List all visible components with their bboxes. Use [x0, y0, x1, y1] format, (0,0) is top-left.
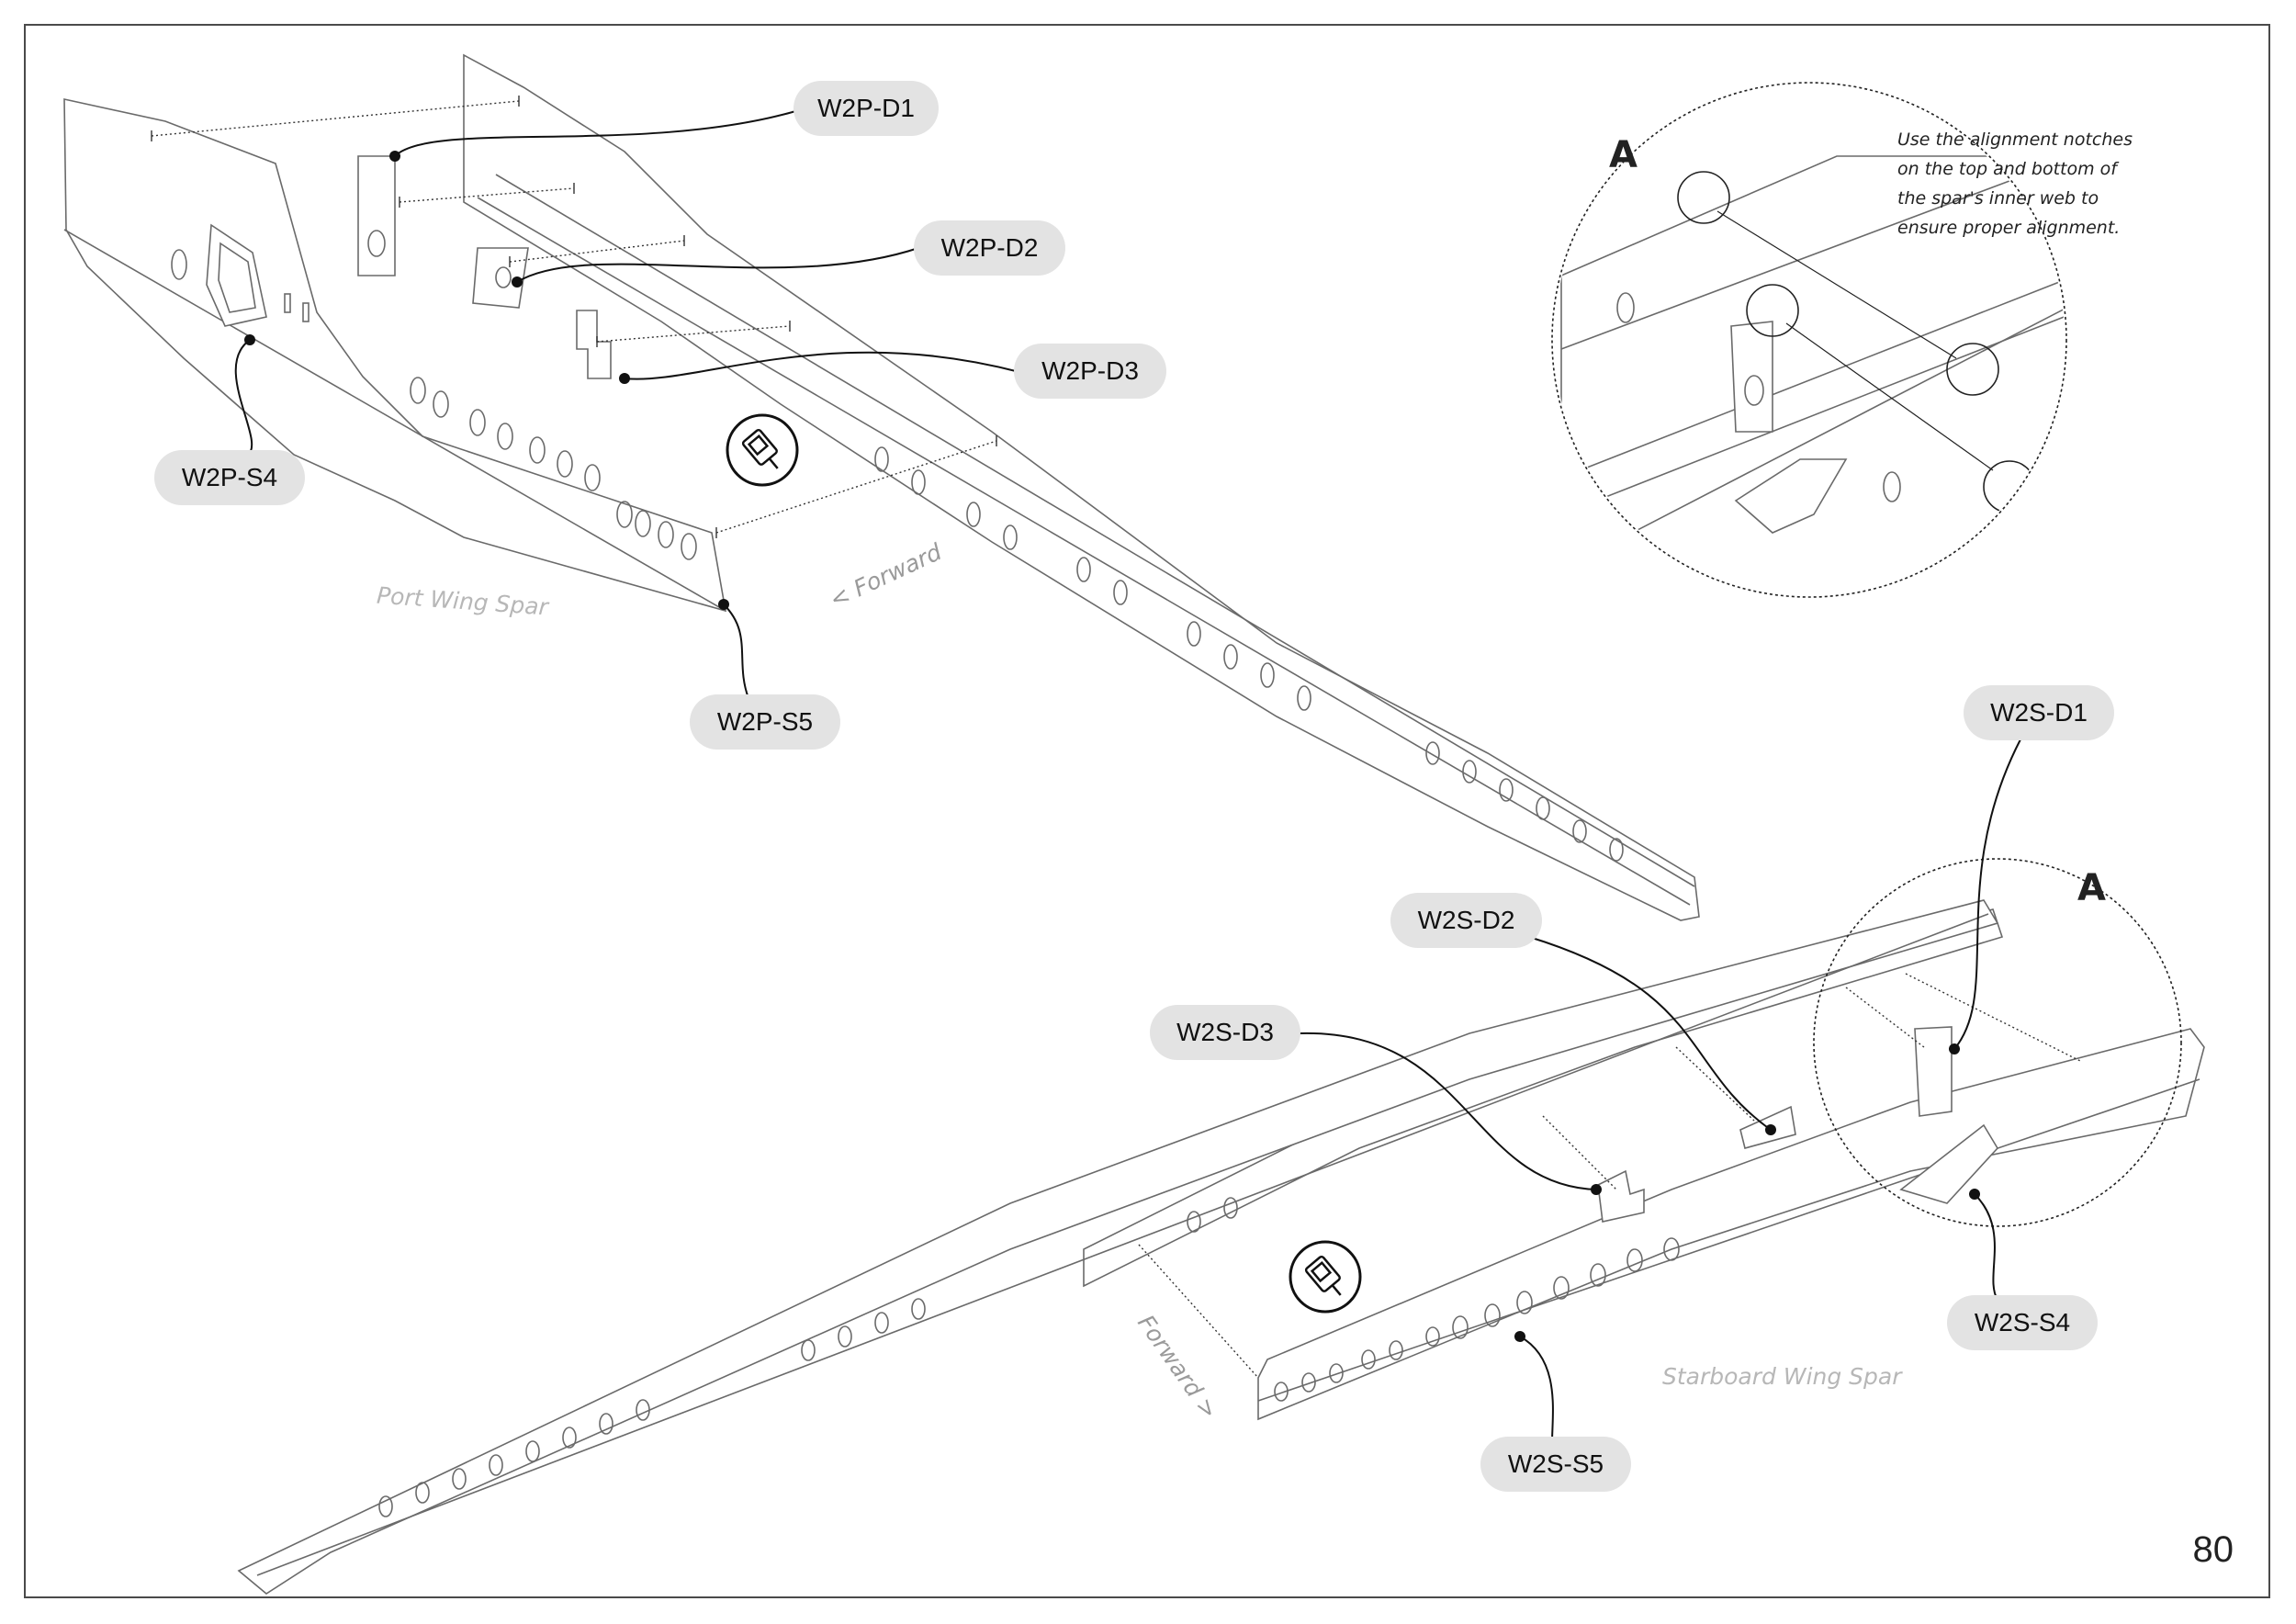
glue-bottle-icon: [1289, 1240, 1362, 1314]
note-line: ensure proper alignment.: [1897, 218, 2121, 238]
callout-w2p-d1: W2P-D1: [793, 81, 939, 136]
callout-w2p-d2: W2P-D2: [914, 220, 1065, 276]
callout-w2p-s5: W2P-S5: [690, 694, 840, 750]
note-line: on the top and bottom of: [1897, 159, 2117, 179]
callout-w2s-d1: W2S-D1: [1964, 685, 2114, 740]
callout-w2p-s4: W2P-S4: [154, 450, 305, 505]
callout-w2p-d3: W2P-D3: [1014, 344, 1166, 399]
starboard-spar-lightening-holes: [378, 1197, 1680, 1517]
callout-w2s-s4: W2S-S4: [1947, 1295, 2098, 1350]
leader-dots: [244, 151, 1980, 1342]
detail-marker-a-starboard: A: [2077, 867, 2106, 909]
note-line: Use the alignment notches: [1897, 130, 2133, 150]
detail-view-a: [1551, 82, 2067, 598]
starboard-wing-spar-drawing: [237, 899, 2205, 1595]
alignment-note: Use the alignment notches on the top and…: [1897, 125, 2173, 242]
note-line: the spar's inner web to: [1897, 188, 2099, 209]
page-border: [24, 24, 2270, 1598]
page-number: 80: [2192, 1529, 2234, 1570]
port-wing-spar-drawing: [63, 53, 1700, 921]
detail-marker-a: A: [1609, 134, 1638, 176]
callout-w2s-s5: W2S-S5: [1480, 1437, 1631, 1492]
starboard-wing-spar-label: Starboard Wing Spar: [1662, 1363, 1902, 1390]
callout-w2s-d2: W2S-D2: [1390, 893, 1542, 948]
port-spar-lightening-holes: [410, 377, 1624, 862]
detail-circle-starboard: [1813, 858, 2182, 1227]
leader-lines: [234, 109, 2021, 1443]
glue-bottle-icon: [726, 413, 799, 487]
callout-w2s-d3: W2S-D3: [1150, 1005, 1300, 1060]
